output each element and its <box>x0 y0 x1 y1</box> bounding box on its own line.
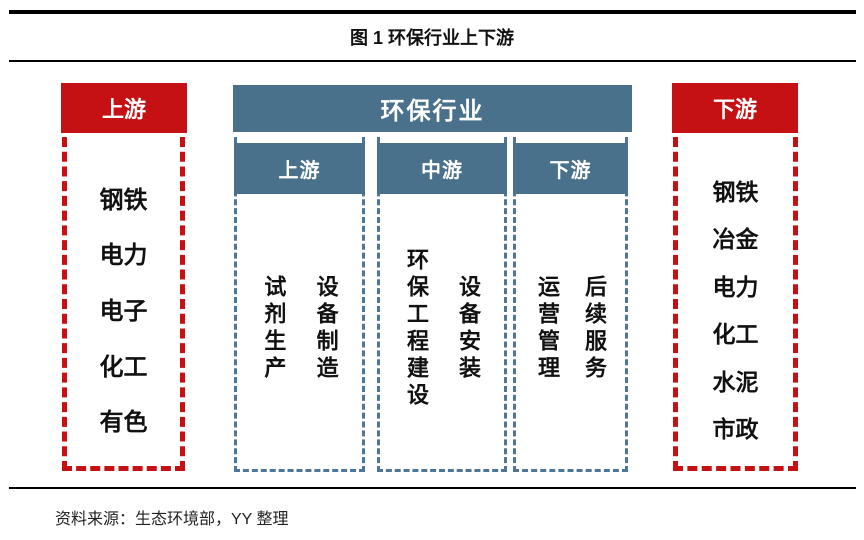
vertical-label: 环保工程建设 <box>404 248 429 410</box>
upstream-column-items: 试剂生产 设备制造 <box>237 197 362 461</box>
sub-header-downstream: 下游 <box>513 143 628 194</box>
downstream-industry-list: 钢铁 冶金 电力 化工 水泥 市政 <box>678 159 793 458</box>
list-item: 水泥 <box>712 368 759 395</box>
upstream-industry-list: 钢铁 电力 电子 化工 有色 <box>67 159 180 458</box>
list-item: 钢铁 <box>99 186 148 214</box>
list-item: 化工 <box>99 353 148 381</box>
list-item: 化工 <box>712 321 759 348</box>
list-item: 冶金 <box>712 226 759 253</box>
midstream-column-box: 环保工程建设 设备安装 <box>377 137 507 472</box>
list-item: 有色 <box>99 409 148 437</box>
vertical-label: 运营管理 <box>535 275 560 383</box>
list-item: 电力 <box>99 242 148 270</box>
list-item: 市政 <box>712 416 759 443</box>
downstream-column-box: 运营管理 后续服务 <box>513 137 628 472</box>
vertical-label: 后续服务 <box>582 275 607 383</box>
downstream-panel-header: 下游 <box>672 83 798 133</box>
list-item: 电子 <box>99 297 148 325</box>
title-underline-rule <box>9 60 856 62</box>
vertical-label: 试剂生产 <box>261 275 287 383</box>
downstream-column-items: 运营管理 后续服务 <box>516 197 625 461</box>
vertical-label: 设备安装 <box>456 275 481 383</box>
vertical-label: 设备制造 <box>313 275 339 383</box>
source-note: 资料来源：生态环境部，YY 整理 <box>55 511 289 528</box>
upstream-column-box: 试剂生产 设备制造 <box>234 137 365 472</box>
industry-main-header: 环保行业 <box>233 85 632 132</box>
upstream-panel-box: 钢铁 电力 电子 化工 有色 <box>62 137 185 471</box>
sub-header-midstream: 中游 <box>377 143 507 194</box>
list-item: 钢铁 <box>712 178 759 205</box>
sub-header-upstream: 上游 <box>234 143 365 194</box>
midstream-column-items: 环保工程建设 设备安装 <box>380 197 504 461</box>
upstream-panel-header: 上游 <box>61 83 187 133</box>
list-item: 电力 <box>712 273 759 300</box>
figure-title: 图 1 环保行业上下游 <box>349 28 514 48</box>
downstream-panel-box: 钢铁 冶金 电力 化工 水泥 市政 <box>673 137 798 471</box>
bottom-rule <box>9 487 856 489</box>
top-thick-rule <box>9 10 856 14</box>
